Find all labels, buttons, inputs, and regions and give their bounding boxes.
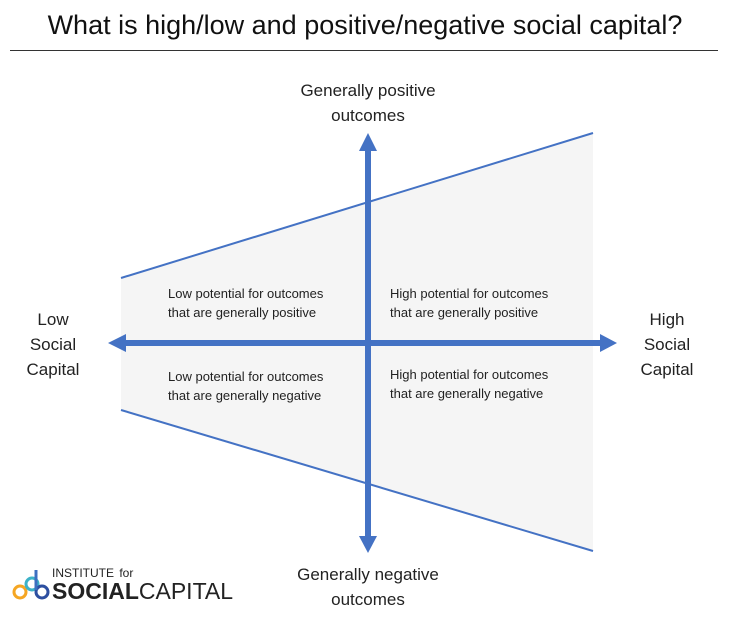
axis-label-left-line: Capital bbox=[26, 360, 80, 379]
axis-label-bottom: Generally negative outcomes bbox=[262, 562, 474, 612]
axis-label-right: High Social Capital bbox=[624, 307, 710, 382]
quadrant-text: that are generally positive bbox=[168, 305, 317, 320]
axis-label-left-line: Social bbox=[29, 335, 77, 354]
lower-boundary-line bbox=[120, 409, 594, 552]
axis-label-left-line: Low bbox=[37, 310, 69, 329]
axis-label-top: Generally positive outcomes bbox=[262, 78, 474, 128]
logo-institute: INSTITUTE bbox=[52, 566, 114, 580]
logo-mark-icon bbox=[12, 570, 50, 600]
title-divider bbox=[10, 50, 718, 51]
page-title: What is high/low and positive/negative s… bbox=[47, 10, 683, 40]
axis-label-top-line: outcomes bbox=[331, 106, 405, 125]
axis-label-right-line: Capital bbox=[640, 360, 694, 379]
quadrant-bottom-right: High potential for outcomes that are gen… bbox=[390, 365, 548, 403]
logo-line2: SOCIALCAPITAL bbox=[52, 578, 233, 605]
vertical-axis-arrow bbox=[359, 133, 377, 553]
quadrant-top-left: Low potential for outcomes that are gene… bbox=[168, 284, 323, 322]
logo-for: for bbox=[119, 566, 134, 580]
quadrant-text: High potential for outcomes bbox=[390, 367, 549, 382]
horizontal-axis-arrow bbox=[108, 334, 617, 352]
quadrant-text: High potential for outcomes bbox=[390, 286, 549, 301]
quadrant-text: that are generally negative bbox=[168, 388, 322, 403]
axis-label-left: Low Social Capital bbox=[10, 307, 96, 382]
axis-label-bottom-line: outcomes bbox=[331, 590, 405, 609]
quadrant-bottom-left: Low potential for outcomes that are gene… bbox=[168, 367, 323, 405]
quadrant-text: Low potential for outcomes bbox=[168, 286, 324, 301]
institute-logo: INSTITUTE for SOCIALCAPITAL bbox=[12, 566, 252, 606]
axis-label-right-line: High bbox=[649, 310, 685, 329]
axis-label-bottom-line: Generally negative bbox=[297, 565, 439, 584]
quadrant-text: that are generally negative bbox=[390, 386, 544, 401]
quadrant-text: Low potential for outcomes bbox=[168, 369, 324, 384]
upper-boundary-line bbox=[120, 132, 594, 279]
logo-social: SOCIAL bbox=[52, 578, 139, 604]
quadrant-text: that are generally positive bbox=[390, 305, 539, 320]
axis-label-top-line: Generally positive bbox=[300, 81, 436, 100]
logo-capital: CAPITAL bbox=[138, 578, 234, 604]
logo-line1: INSTITUTE for bbox=[52, 566, 133, 580]
axis-label-right-line: Social bbox=[643, 335, 691, 354]
quadrant-top-right: High potential for outcomes that are gen… bbox=[390, 284, 548, 322]
